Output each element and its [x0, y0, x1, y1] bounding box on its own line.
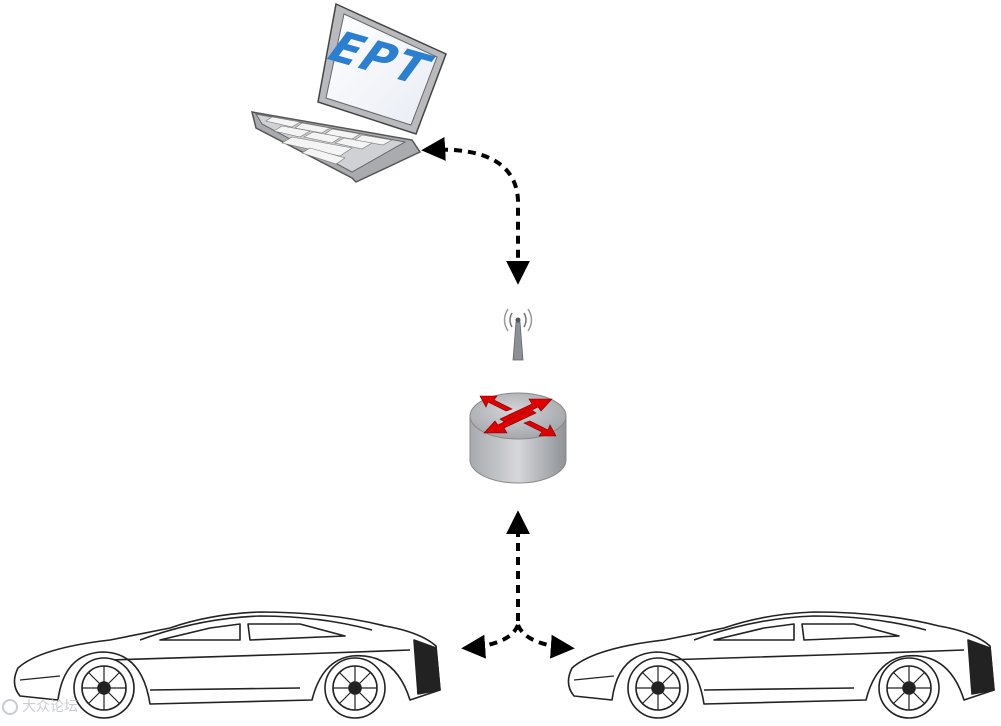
link-to-left-car — [461, 624, 520, 659]
car-right-icon — [567, 611, 995, 719]
router-icon — [469, 392, 567, 484]
car-left-icon — [13, 611, 441, 719]
watermark-logo-icon — [2, 699, 18, 715]
link-to-right-car — [516, 624, 575, 659]
watermark-text: 大众论坛 — [22, 699, 78, 715]
laptop-icon: EPT — [250, 2, 447, 183]
antenna-icon — [503, 308, 533, 361]
link-laptop-to-access-point — [421, 136, 530, 285]
watermark: 大众论坛 — [2, 694, 152, 720]
